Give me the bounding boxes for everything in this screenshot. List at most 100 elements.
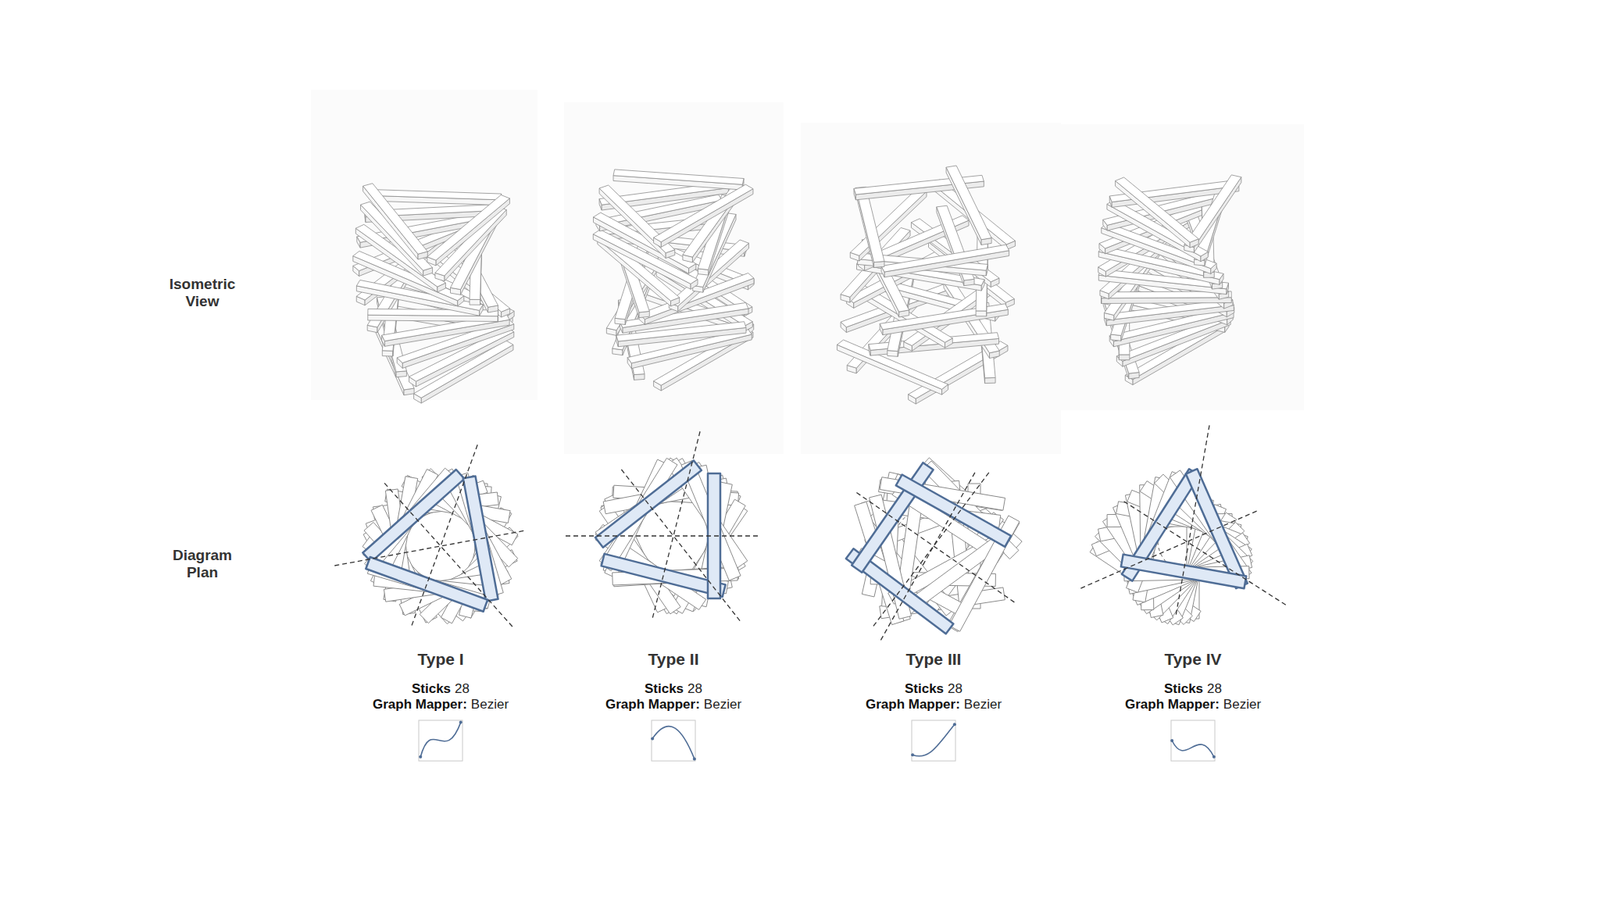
stick-face bbox=[660, 189, 754, 248]
field-value: Bezier bbox=[471, 696, 509, 712]
type-caption: Type III Sticks28Graph Mapper:Bezier bbox=[808, 648, 1059, 713]
bezier-curve bbox=[1171, 740, 1215, 758]
stick-face bbox=[613, 169, 744, 185]
field-value: 28 bbox=[947, 681, 963, 697]
stick-face bbox=[382, 350, 393, 357]
row-label: Isometric View bbox=[155, 275, 250, 311]
sticks-line: Sticks28 bbox=[1067, 681, 1318, 697]
curve-point bbox=[1170, 739, 1174, 743]
axis-line bbox=[1121, 500, 1286, 606]
field-name: Graph Mapper: bbox=[865, 696, 961, 712]
stick-face bbox=[469, 299, 481, 305]
graph-mapper-icon bbox=[910, 720, 957, 761]
axis-line bbox=[1080, 510, 1260, 590]
field-name: Sticks bbox=[904, 681, 944, 697]
type-title: Type IV bbox=[1067, 648, 1318, 671]
plan-diagram bbox=[565, 431, 761, 621]
graph-frame bbox=[651, 720, 696, 761]
isometric-stack bbox=[353, 183, 515, 404]
field-name: Sticks bbox=[644, 681, 684, 697]
axis-line bbox=[871, 472, 990, 629]
type-title: Type I bbox=[315, 648, 566, 671]
axis-line bbox=[880, 469, 976, 640]
graph-frame bbox=[1171, 720, 1215, 761]
mapper-line: Graph Mapper:Bezier bbox=[315, 696, 566, 713]
sticks-line: Sticks28 bbox=[315, 681, 566, 697]
isometric-stack bbox=[1098, 175, 1242, 386]
graph-mapper-icon bbox=[650, 720, 697, 761]
axis-line bbox=[334, 530, 527, 566]
type-caption: Type IV Sticks28Graph Mapper:Bezier bbox=[1067, 648, 1318, 713]
stick-face bbox=[360, 201, 433, 271]
curve-point bbox=[692, 757, 697, 761]
stick-face bbox=[653, 184, 754, 243]
graph-mappers bbox=[418, 720, 1216, 761]
graph-frame bbox=[418, 720, 463, 761]
view-panels bbox=[310, 89, 1304, 454]
curve-point bbox=[459, 721, 463, 725]
view-panel bbox=[564, 102, 784, 454]
type-caption: Type I Sticks28Graph Mapper:Bezier bbox=[315, 648, 566, 713]
axis-line bbox=[619, 467, 740, 622]
field-value: 28 bbox=[454, 681, 470, 697]
stick-face bbox=[427, 195, 511, 261]
stick-face bbox=[1115, 177, 1200, 243]
graph-frame bbox=[911, 720, 956, 761]
plan-diagram bbox=[1080, 425, 1286, 625]
bezier-curve bbox=[420, 722, 461, 758]
field-value: Bezier bbox=[1223, 696, 1261, 712]
axis-line bbox=[410, 444, 479, 629]
type-title: Type III bbox=[808, 648, 1059, 671]
stick-face bbox=[975, 310, 987, 317]
stick-face bbox=[836, 344, 942, 395]
graph-mapper-icon bbox=[1170, 720, 1216, 761]
type-caption: Type II Sticks28Graph Mapper:Bezier bbox=[548, 648, 799, 713]
stick-face bbox=[363, 183, 429, 254]
axis-line bbox=[1175, 425, 1210, 618]
graph-mapper-icon bbox=[418, 720, 463, 761]
stick-face bbox=[881, 244, 1010, 272]
stick-face bbox=[985, 377, 997, 383]
stick-face bbox=[1115, 180, 1191, 248]
stick-face bbox=[599, 188, 666, 258]
sticks-line: Sticks28 bbox=[548, 681, 799, 697]
view-panel bbox=[800, 122, 1061, 454]
field-name: Graph Mapper: bbox=[605, 696, 700, 712]
axis-line bbox=[382, 480, 512, 627]
curve-point bbox=[650, 736, 654, 740]
stick-face bbox=[946, 165, 992, 240]
sticks-line: Sticks28 bbox=[808, 681, 1059, 697]
curve-point bbox=[1212, 755, 1216, 759]
field-name: Graph Mapper: bbox=[372, 696, 468, 712]
curve-point bbox=[910, 753, 915, 757]
mapper-line: Graph Mapper:Bezier bbox=[808, 696, 1059, 713]
highlighted-stick bbox=[896, 475, 1011, 547]
mapper-line: Graph Mapper:Bezier bbox=[548, 696, 799, 713]
field-name: Graph Mapper: bbox=[1125, 696, 1220, 712]
field-value: Bezier bbox=[964, 696, 1002, 712]
field-name: Sticks bbox=[411, 681, 451, 697]
field-value: 28 bbox=[687, 681, 703, 697]
isometric-stack bbox=[836, 165, 1015, 404]
stick-face bbox=[435, 198, 510, 266]
field-value: Bezier bbox=[703, 696, 742, 712]
stick-face bbox=[363, 185, 418, 260]
stick-face bbox=[1118, 354, 1130, 361]
stick-face bbox=[371, 189, 502, 200]
type-title: Type II bbox=[548, 648, 799, 671]
axis-line bbox=[565, 535, 761, 536]
field-name: Sticks bbox=[1164, 681, 1204, 697]
axis-line bbox=[651, 431, 700, 621]
bezier-curve bbox=[652, 726, 695, 760]
curve-point bbox=[953, 722, 957, 726]
axis-line bbox=[853, 490, 1015, 603]
plan-diagram bbox=[334, 444, 527, 629]
mapper-line: Graph Mapper:Bezier bbox=[1067, 696, 1318, 713]
highlighted-stick bbox=[365, 557, 488, 612]
row-label: Diagram Plan bbox=[155, 546, 250, 582]
plan-diagram bbox=[846, 457, 1022, 640]
isometric-stack bbox=[592, 169, 754, 391]
stick-face bbox=[1193, 177, 1241, 253]
